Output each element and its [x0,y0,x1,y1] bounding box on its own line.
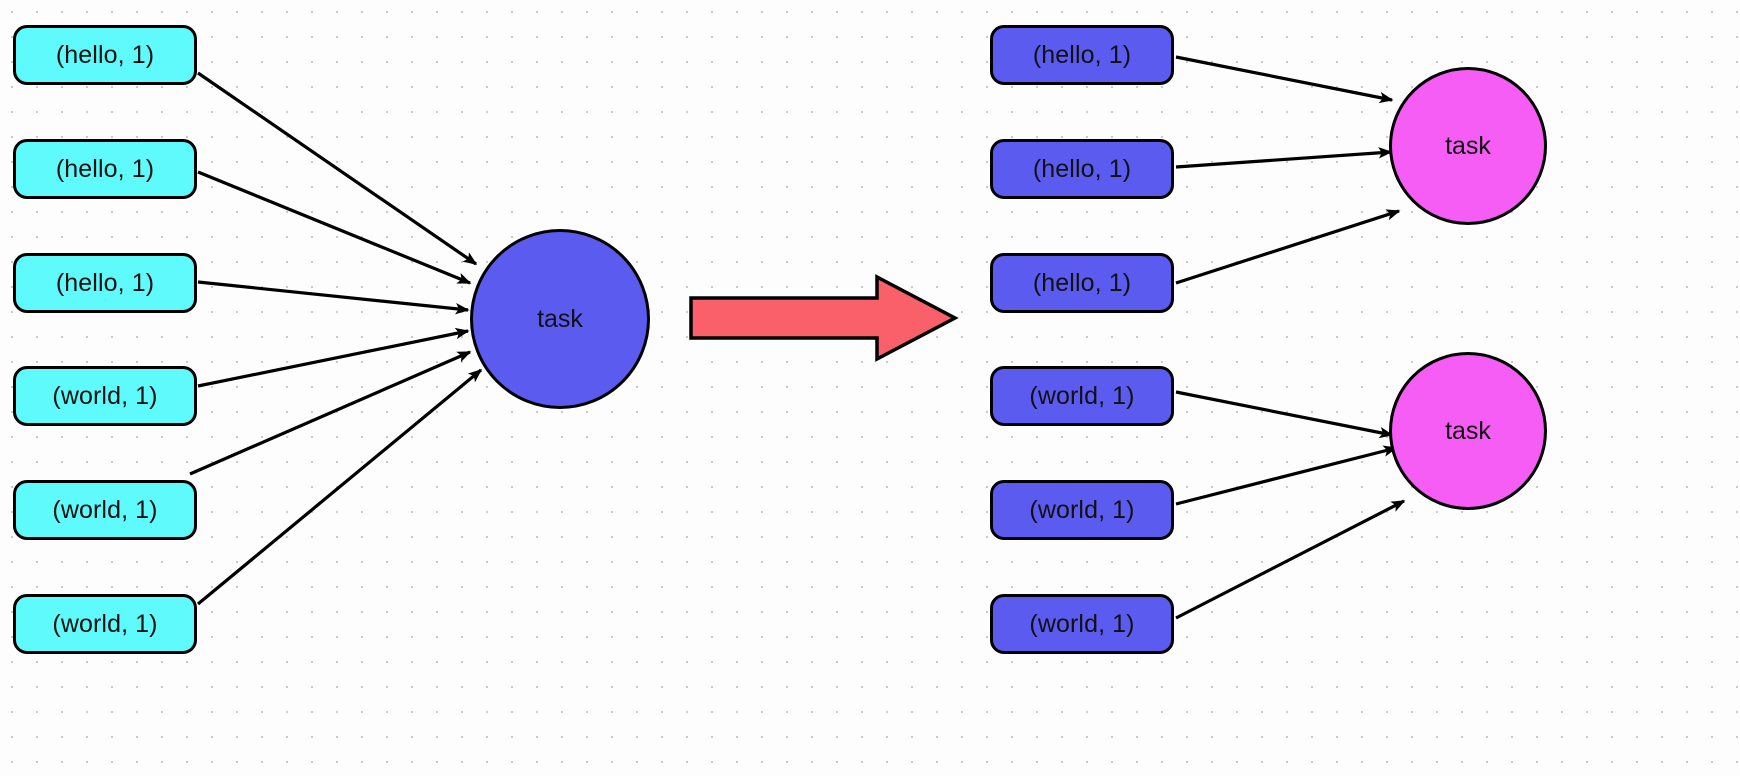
transform-arrow [689,274,959,362]
task-node-label: task [1445,416,1491,445]
list-item[interactable]: (hello, 1) [990,139,1174,199]
list-item-label: (world, 1) [1029,609,1135,638]
list-item-label: (hello, 1) [1032,154,1132,183]
list-item[interactable]: (hello, 1) [13,253,197,313]
list-item-label: (hello, 1) [55,154,155,183]
list-item[interactable]: (hello, 1) [990,253,1174,313]
list-item[interactable]: (hello, 1) [990,25,1174,85]
list-item-label: (world, 1) [52,381,158,410]
list-item[interactable]: (world, 1) [990,480,1174,540]
list-item-label: (hello, 1) [55,40,155,69]
list-item-label: (world, 1) [1029,381,1135,410]
task-node-label: task [537,304,583,333]
task-node-right-top[interactable]: task [1389,67,1547,225]
list-item[interactable]: (world, 1) [990,366,1174,426]
task-node-right-bottom[interactable]: task [1389,352,1547,510]
list-item-label: (world, 1) [1029,495,1135,524]
list-item-label: (world, 1) [52,495,158,524]
left-edges [189,71,483,606]
list-item[interactable]: (world, 1) [990,594,1174,654]
list-item-label: (hello, 1) [1032,40,1132,69]
list-item-label: (hello, 1) [55,268,155,297]
list-item[interactable]: (world, 1) [13,594,197,654]
list-item[interactable]: (hello, 1) [13,139,197,199]
list-item[interactable]: (hello, 1) [13,25,197,85]
list-item-label: (world, 1) [52,609,158,638]
list-item-label: (hello, 1) [1032,268,1132,297]
list-item[interactable]: (world, 1) [13,366,197,426]
right-edges [1175,55,1406,620]
task-node-label: task [1445,131,1491,160]
list-item[interactable]: (world, 1) [13,480,197,540]
task-node-left[interactable]: task [470,229,650,409]
